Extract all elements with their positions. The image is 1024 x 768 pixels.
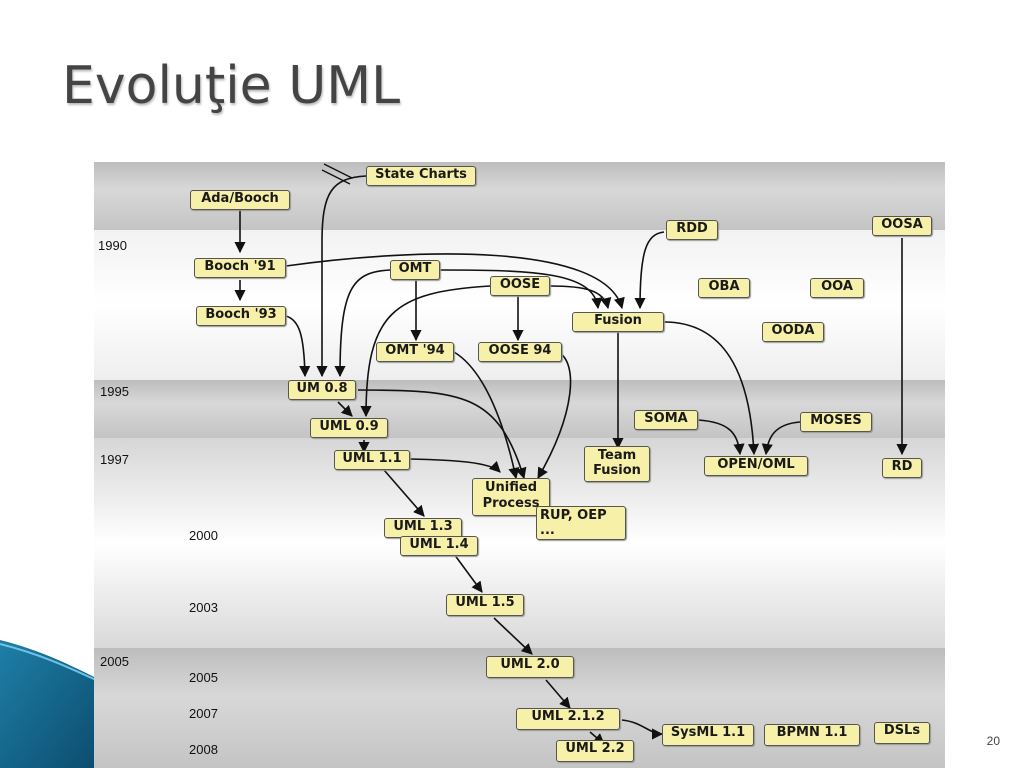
- node-ada-booch: Ada/Booch: [190, 190, 290, 210]
- node-rdd: RDD: [666, 220, 718, 240]
- year-label: 1990: [98, 238, 127, 253]
- node-bpmn: BPMN 1.1: [764, 724, 860, 746]
- node-uml-212: UML 2.1.2: [516, 708, 620, 730]
- year-label: 2000: [189, 528, 218, 543]
- year-label: 2005: [100, 654, 129, 669]
- node-ooda: OODA: [762, 322, 824, 342]
- node-oosa: OOSA: [872, 216, 932, 236]
- year-label: 2007: [189, 706, 218, 721]
- slide-number: 20: [986, 734, 1000, 748]
- node-soma: SOMA: [634, 410, 698, 430]
- node-uml-09: UML 0.9: [310, 418, 388, 438]
- node-uml-22: UML 2.2: [556, 740, 634, 762]
- slide-title: Evoluţie UML: [62, 56, 401, 116]
- arrow-layer: [234, 163, 908, 745]
- node-rup-oep: RUP, OEP ...: [536, 506, 626, 540]
- node-dsls: DSLs: [874, 722, 930, 744]
- year-label: 2003: [189, 600, 218, 615]
- uml-evolution-diagram: 1990 1995 1997 2000 2003 2005 2005 2007 …: [94, 162, 945, 768]
- node-booch-93: Booch '93: [196, 306, 286, 326]
- node-oba: OBA: [698, 278, 750, 298]
- year-label: 1997: [100, 452, 129, 467]
- node-omt: OMT: [390, 260, 440, 280]
- node-uml-13: UML 1.3: [384, 518, 462, 538]
- node-ooa: OOA: [810, 278, 864, 298]
- node-oose: OOSE: [490, 276, 550, 296]
- year-label: 2008: [189, 742, 218, 757]
- node-open-oml: OPEN/OML: [704, 456, 808, 476]
- node-fusion: Fusion: [572, 312, 664, 332]
- node-state-charts: State Charts: [366, 166, 476, 186]
- node-uml-20: UML 2.0: [486, 656, 574, 678]
- node-rd: RD: [882, 458, 922, 478]
- node-sysml: SysML 1.1: [662, 724, 754, 746]
- year-label: 2005: [189, 670, 218, 685]
- node-booch-91: Booch '91: [194, 258, 286, 278]
- node-moses: MOSES: [800, 412, 872, 432]
- node-uml-11: UML 1.1: [334, 450, 410, 470]
- node-omt-94: OMT '94: [376, 342, 454, 362]
- corner-decoration: [0, 640, 97, 768]
- node-uml-15: UML 1.5: [446, 594, 524, 616]
- node-team-fusion: Team Fusion: [584, 446, 650, 482]
- node-oose-94: OOSE 94: [478, 342, 562, 362]
- node-uml-14: UML 1.4: [400, 536, 478, 556]
- year-label: 1995: [100, 384, 129, 399]
- node-um-08: UM 0.8: [288, 380, 356, 400]
